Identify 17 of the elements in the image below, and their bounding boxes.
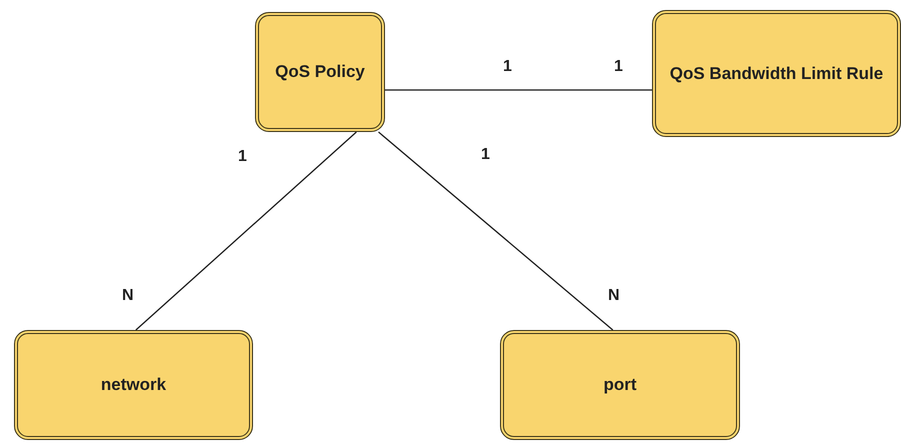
entity-name: network xyxy=(100,374,166,396)
cardinality-label: 1 xyxy=(481,146,490,164)
entity-box xyxy=(500,330,740,440)
connector-line xyxy=(385,89,652,91)
entity-box xyxy=(14,330,253,440)
cardinality-label: 1 xyxy=(614,58,623,76)
entity-name: QoS Policy xyxy=(275,61,365,83)
entity-name: port xyxy=(603,374,637,396)
connector-line xyxy=(135,132,357,330)
cardinality-label: 1 xyxy=(503,58,512,76)
entity-name: QoS Bandwidth Limit Rule xyxy=(670,62,884,84)
entity-box xyxy=(255,12,385,132)
cardinality-label: N xyxy=(608,287,620,305)
cardinality-label: 1 xyxy=(238,148,247,166)
cardinality-label: N xyxy=(122,287,134,305)
connector-line xyxy=(378,132,614,330)
entity-box xyxy=(652,10,901,137)
